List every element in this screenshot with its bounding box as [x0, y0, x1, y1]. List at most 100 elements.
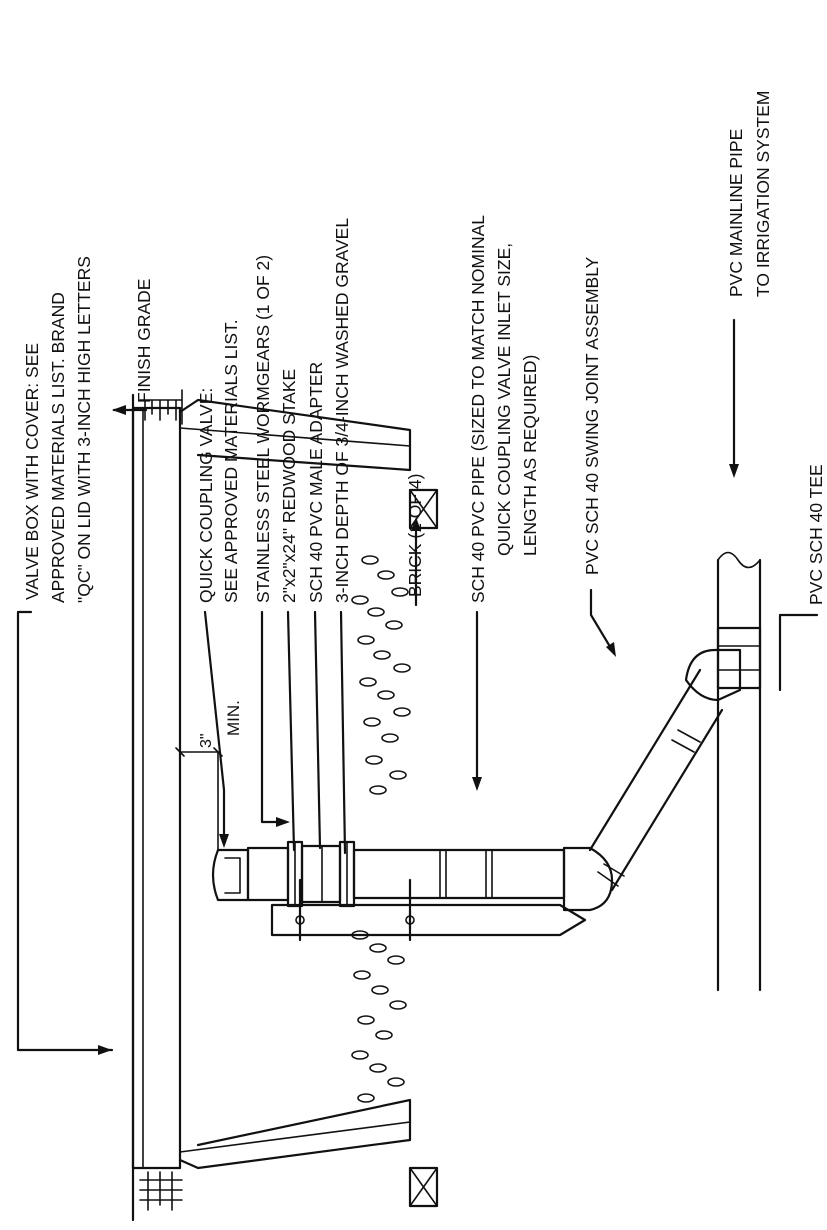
mainline-and-tee [716, 551, 762, 992]
leader-pvc-tee [778, 613, 819, 692]
gravel-stone [365, 755, 383, 765]
valve-box-wall-bottom [178, 1098, 412, 1170]
dimension-tick [175, 747, 185, 757]
gravel-stone [371, 985, 389, 995]
swing-joint-diagonal-pipe-outer [588, 668, 702, 852]
leader-wormgears [260, 610, 286, 824]
gravel-stone [363, 717, 381, 727]
valve-box-lid [131, 406, 182, 1170]
swing-joint-band [671, 739, 695, 753]
label-valve-box-line1: VALVE BOX WITH COVER: SEE [22, 343, 42, 600]
label-quick-coupling-valve-line2: SEE APPROVED MATERIALS LIST. [221, 319, 241, 603]
gravel-stone [369, 785, 387, 795]
label-sch40-pipe-line1: SCH 40 PVC PIPE (SIZED TO MATCH NOMINAL [468, 215, 488, 603]
gravel-stone [373, 650, 391, 660]
grass-symbol-top [139, 389, 183, 425]
redwood-stake-assembly [270, 878, 587, 942]
gravel-stone [391, 587, 409, 597]
leader-lines [16, 318, 819, 1055]
gravel-stone [357, 635, 375, 645]
leader-male-adapter [313, 610, 322, 850]
gravel-stone [389, 770, 407, 780]
finish-grade-and-lid [131, 393, 182, 1222]
arrowhead-wormgears [276, 817, 290, 827]
brick-top [408, 488, 439, 530]
bricks [408, 488, 439, 1208]
dimension-marks [175, 747, 223, 851]
swing-joint-elbow-bottom [562, 846, 614, 912]
dimension-min-label: MIN. [224, 700, 243, 736]
arrowhead-mainline [729, 464, 739, 478]
gravel-stone [369, 943, 387, 953]
mainline-pipe-break [717, 551, 761, 569]
gravel-stone [353, 970, 371, 980]
label-sch40-pipe-line3: LENGTH AS REQUIRED) [520, 355, 540, 556]
male-adapter [300, 844, 342, 904]
gravel-stone [387, 1077, 405, 1087]
gravel-stone [357, 1093, 375, 1103]
gravel-stone [393, 663, 411, 673]
arrowhead-swing-joint [606, 642, 616, 657]
gravel-stone [387, 955, 405, 965]
swing-joint-band [597, 871, 619, 887]
gravel-stone [357, 1015, 375, 1025]
arrowhead-valve-box [98, 1045, 112, 1055]
leader-washed-gravel [339, 610, 347, 855]
leader-swing-joint [589, 588, 614, 652]
label-finish-grade: FINISH GRADE [134, 279, 154, 403]
arrowhead-sch40-pipe [472, 777, 482, 791]
gravel-stone [369, 1063, 387, 1073]
brick-bottom [408, 1166, 439, 1208]
label-valve-box-line3: "QC" ON LID WITH 3-INCH HIGH LETTERS [74, 256, 94, 603]
quick-coupling-valve-assembly [211, 840, 614, 912]
quick-coupling-valve-cap-detail [224, 857, 241, 894]
arrowhead-finish-grade [112, 405, 126, 415]
gravel-stone [351, 1050, 369, 1060]
valve-box-wall-top-inner [179, 427, 411, 447]
grass-symbols [139, 389, 183, 1211]
label-sch40-pipe-line2: QUICK COUPLING VALVE INLET SIZE, [494, 243, 514, 556]
gravel-stone [351, 595, 369, 605]
label-swing-joint: PVC SCH 40 SWING JOINT ASSEMBLY [582, 256, 602, 575]
swing-joint-band [603, 863, 625, 877]
dimension-value: 3" [198, 733, 215, 748]
callout-labels: VALVE BOX WITH COVER: SEE APPROVED MATER… [22, 91, 826, 748]
label-pvc-tee: PVC SCH 40 TEE [806, 464, 826, 605]
brick-top-cross [409, 489, 438, 529]
swing-joint-band [677, 729, 701, 743]
gravel-stone [389, 1000, 407, 1010]
leader-redwood-stake [286, 610, 296, 852]
swing-joint-elbow-top [684, 648, 742, 702]
quick-coupling-valve-body [246, 846, 290, 902]
label-wormgears: STAINLESS STEEL WORMGEARS (1 OF 2) [253, 255, 273, 603]
leader-valve-box [16, 610, 114, 1052]
gravel-stone [359, 677, 377, 687]
gravel-stone [375, 1030, 393, 1040]
pvc-tee [716, 626, 762, 690]
gravel-stone [361, 555, 379, 565]
gravel-stone [377, 570, 395, 580]
valve-box-body [178, 398, 412, 1170]
gravel [351, 555, 411, 1103]
grass-symbol-bottom [139, 1171, 183, 1211]
label-quick-coupling-valve-line1: QUICK COUPLING VALVE: [196, 388, 216, 603]
label-valve-box-line2: APPROVED MATERIALS LIST. BRAND [48, 292, 68, 603]
swing-joint-diagonal-pipe-inner [610, 708, 724, 892]
gravel-stone [377, 690, 395, 700]
gravel-stone [381, 733, 399, 743]
label-male-adapter: SCH 40 PVC MALE ADAPTER [306, 362, 326, 603]
gravel-stone [367, 607, 385, 617]
label-washed-gravel: 3-INCH DEPTH OF 3/4-INCH WASHED GRAVEL [332, 218, 352, 603]
leader-quick-coupling-valve [203, 610, 226, 844]
gravel-stone [385, 620, 403, 630]
brick-bottom-cross [409, 1167, 438, 1207]
label-redwood-stake: 2"x2"x24" REDWOOD STAKE [279, 369, 299, 603]
redwood-stake [270, 903, 587, 937]
label-mainline-line2: TO IRRIGATION SYSTEM [753, 91, 773, 297]
quick-coupling-valve-cap [211, 848, 250, 902]
gravel-stone [393, 707, 411, 717]
sch40-pvc-pipe-riser [352, 848, 566, 900]
label-mainline-line1: PVC MAINLINE PIPE [726, 129, 746, 297]
arrowhead-quick-coupling-valve [219, 834, 229, 848]
